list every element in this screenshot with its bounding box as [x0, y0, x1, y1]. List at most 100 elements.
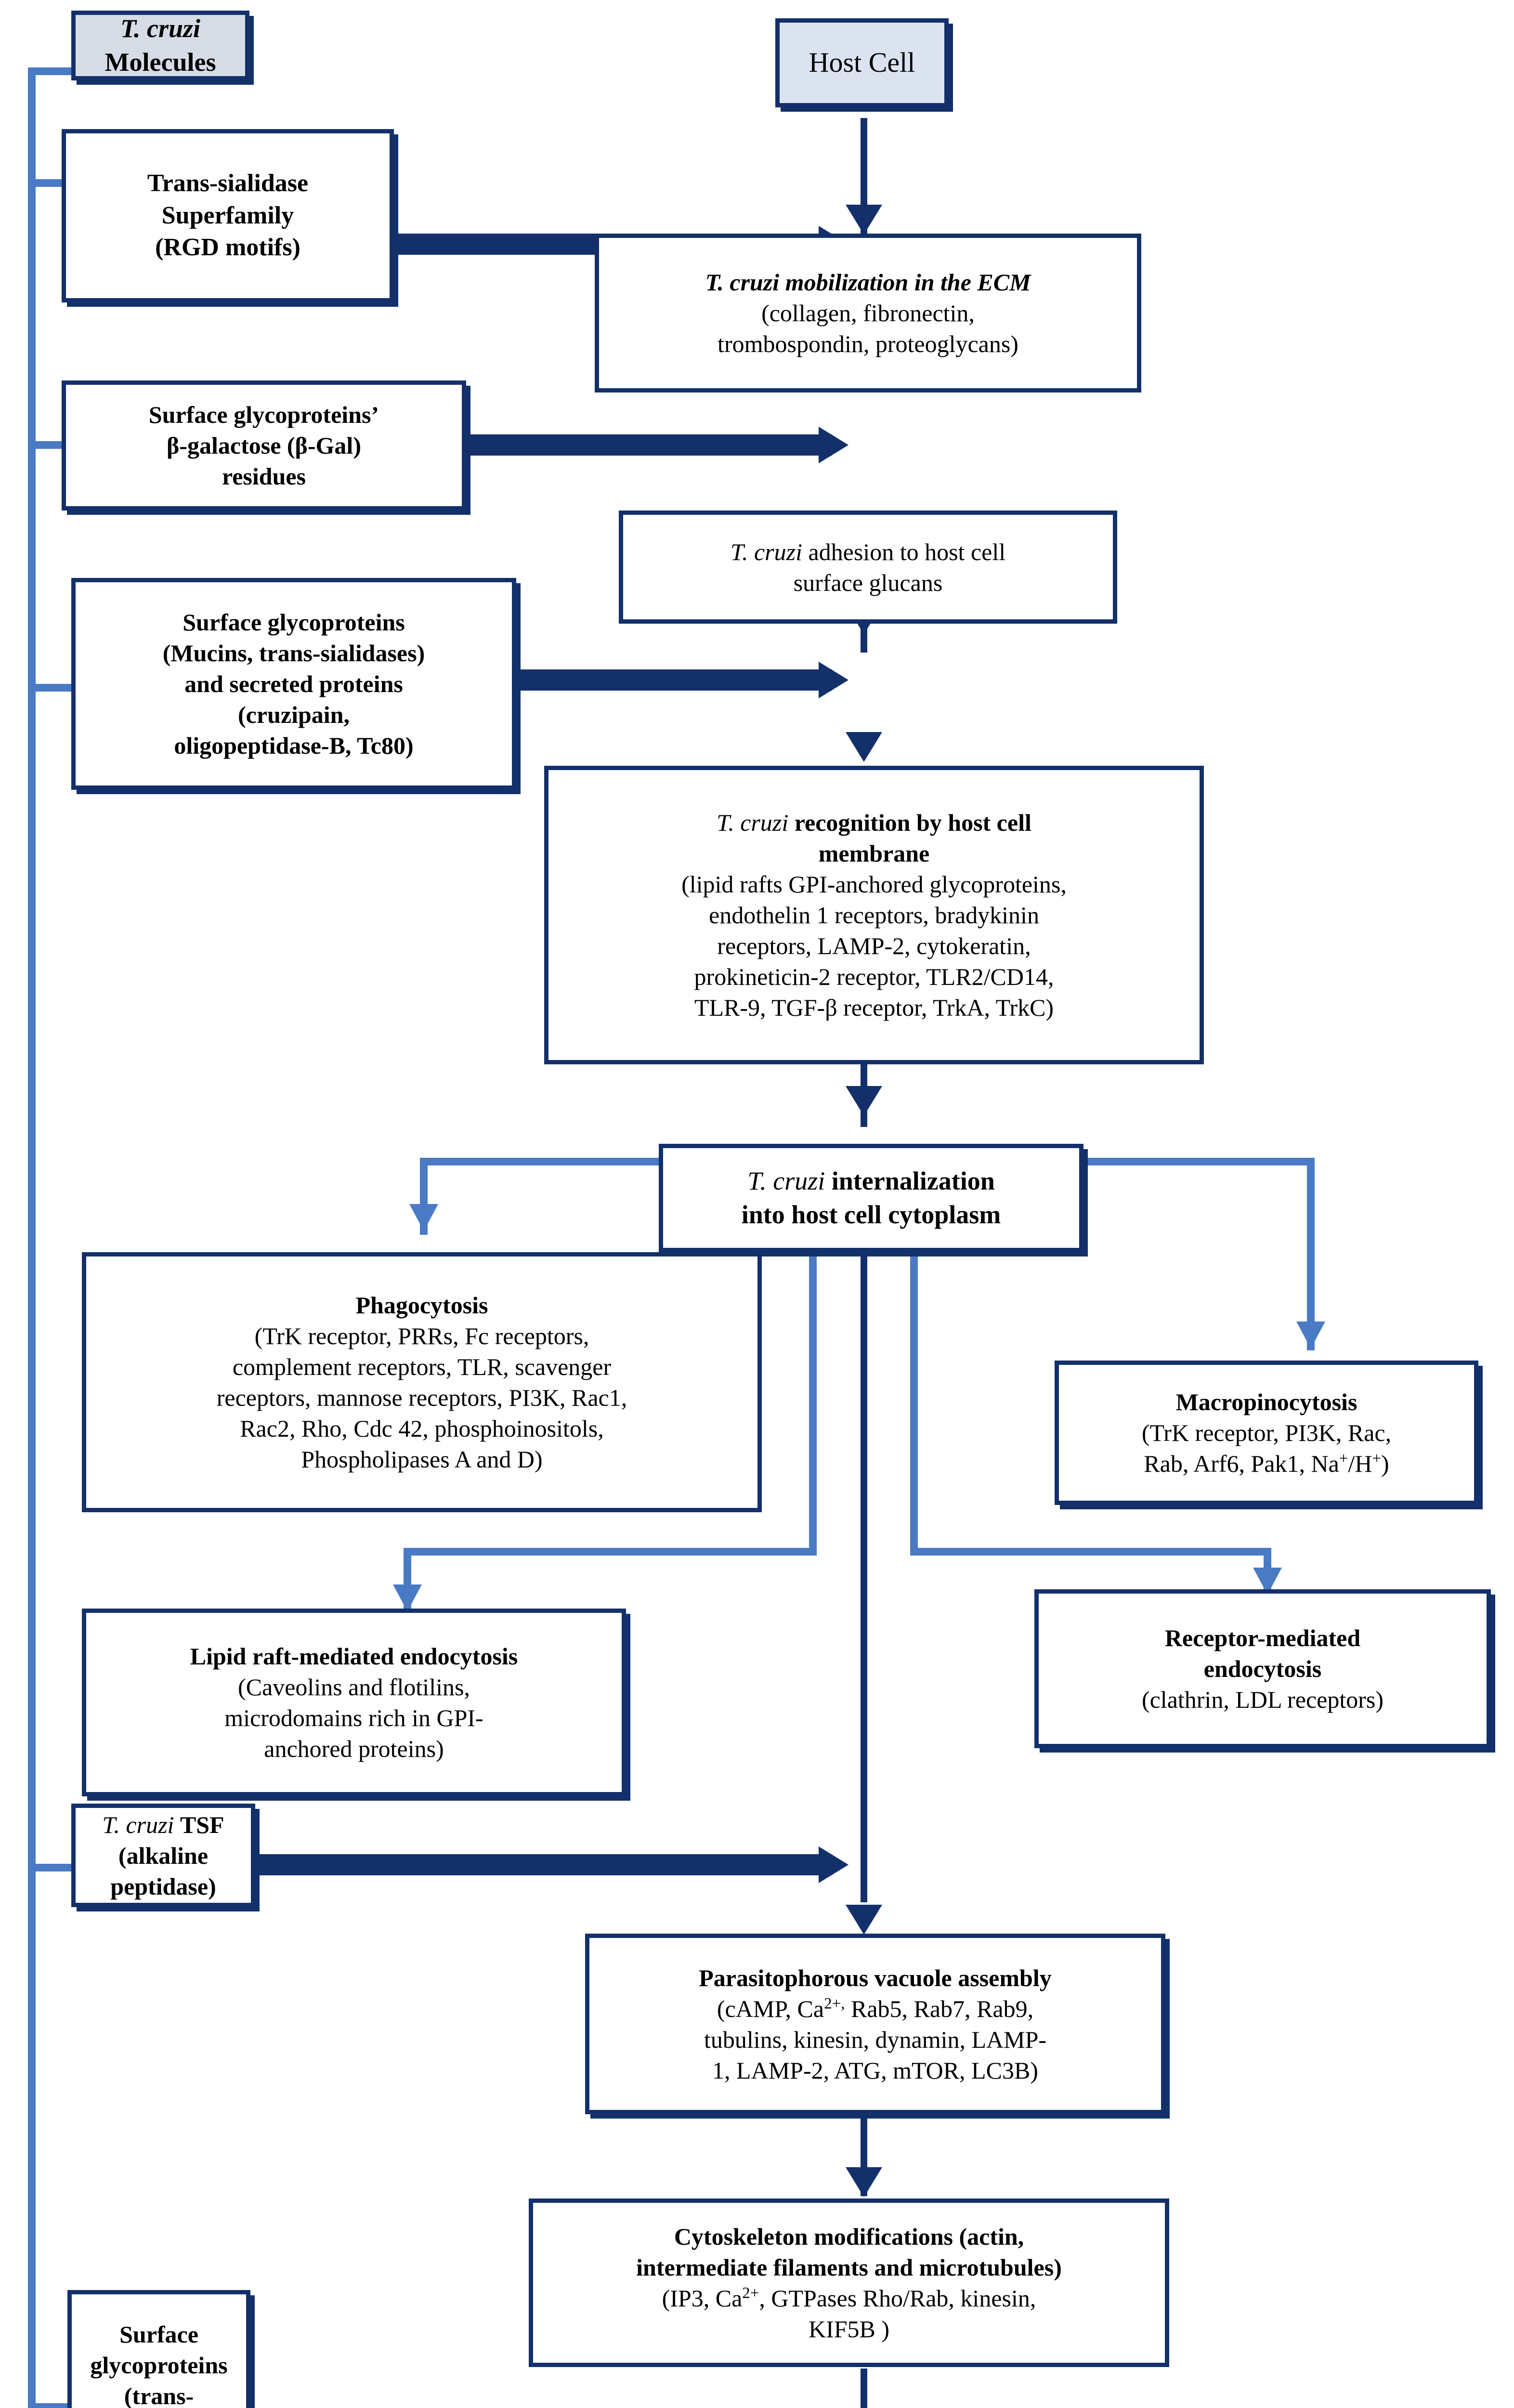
arrowhead-recognition-to-internalization [846, 1086, 882, 1116]
node-receptor-mediated-endocytosis[interactable]: Receptor-mediated endocytosis (clathrin,… [1034, 1589, 1491, 1748]
internalization-title: T. cruzi internalization [670, 1165, 1072, 1198]
left-spine-stub-secreted [28, 684, 71, 692]
macro-sup1: + [1339, 1450, 1348, 1467]
connector-secreted-to-recognition [516, 669, 832, 691]
node-tsf[interactable]: T. cruzi TSF (alkaline peptidase) [71, 1804, 255, 1907]
node-beta-gal-residues[interactable]: Surface glycoproteins’ β-galactose (β-Ga… [62, 380, 466, 510]
beta-gal-line3: residues [222, 463, 306, 490]
host-cell-label: Host Cell [809, 47, 915, 79]
adhesion-title-rest: adhesion to host cell [808, 538, 1006, 565]
receptor-mediated-line1: (clathrin, LDL receptors) [1141, 1686, 1384, 1713]
tctox-line2: glycoproteins (trans- [90, 2352, 228, 2408]
recognition-line1: (lipid rafts GPI-anchored glycoproteins, [681, 871, 1067, 898]
node-host-cell[interactable]: Host Cell [775, 18, 949, 107]
vacuole-assembly-line1: (cAMP, Ca2+, Rab5, Rab7, Rab9, [596, 1993, 1154, 2024]
trans-sialidase-line3: (RGD motifs) [155, 234, 300, 262]
phagocytosis-line2: complement receptors, TLR, scavenger [232, 1353, 612, 1380]
secreted-line2: (Mucins, trans-sialidases) [162, 640, 425, 667]
lipid-raft-line1: (Caveolins and flotilins, [238, 1674, 470, 1701]
arrowhead-lipidraft [393, 1584, 422, 1611]
phagocytosis-line5: Phospholipases A and D) [301, 1446, 543, 1473]
secreted-line4: (cruzipain, [238, 701, 350, 728]
ecm-mobilization-title: T. cruzi mobilization in the ECM [705, 269, 1031, 296]
node-phagocytosis[interactable]: Phagocytosis (TrK receptor, PRRs, Fc rec… [82, 1252, 762, 1512]
cytoskeleton-line1: (IP3, Ca2+, GTPases Rho/Rab, kinesin, [540, 2283, 1158, 2314]
left-spine-stub-betagal [28, 441, 71, 449]
arrowhead-cytoskeleton [846, 2167, 882, 2197]
connector-betagal-to-adhesion [466, 434, 832, 456]
arrowhead-phagocytosis [409, 1204, 438, 1231]
trans-sialidase-line2: Superfamily [161, 201, 294, 229]
macro-l2c: ) [1381, 1450, 1389, 1477]
node-adhesion[interactable]: T. cruzi adhesion to host cell surface g… [619, 510, 1117, 624]
adhesion-title: T. cruzi adhesion to host cell [630, 537, 1106, 567]
adhesion-line2: surface glucans [793, 569, 943, 596]
node-lipid-raft-endocytosis[interactable]: Lipid raft-mediated endocytosis (Caveoli… [82, 1609, 626, 1796]
node-surface-glyco-secreted[interactable]: Surface glycoproteins (Mucins, trans-sia… [71, 578, 516, 790]
tctox-line1: Surface [119, 2321, 198, 2348]
recognition-title-italic: T. cruzi [717, 809, 795, 836]
arrowhead-macropinocytosis [1296, 1322, 1325, 1348]
vacuole-assembly-line3: 1, LAMP-2, ATG, mTOR, LC3B) [712, 2056, 1038, 2084]
recognition-line5: TLR-9, TGF-β receptor, TrkA, TrkC) [694, 994, 1054, 1021]
left-spine-vertical [28, 67, 36, 2408]
connector-internalization-to-phagocytosis-h [420, 1158, 661, 1165]
secreted-line5: oligopeptidase-B, Tc80) [174, 732, 414, 759]
left-spine-stub-molecules [28, 67, 71, 75]
macropinocytosis-line2: Rab, Arf6, Pak1, Na+/H+) [1066, 1448, 1467, 1479]
macro-l2b: /H [1348, 1450, 1372, 1477]
macro-l2a: Rab, Arf6, Pak1, Na [1144, 1450, 1339, 1477]
connector-internalization-to-macro-h [1083, 1158, 1315, 1165]
tsf-line2: (alkaline peptidase) [110, 1842, 216, 1900]
lipid-raft-line2: microdomains rich in GPI- [224, 1704, 483, 1731]
phagocytosis-line1: (TrK receptor, PRRs, Fc receptors, [254, 1322, 589, 1349]
phagocytosis-title: Phagocytosis [355, 1292, 488, 1319]
cytoskeleton-title1: Cytoskeleton modifications (actin, [674, 2223, 1024, 2250]
node-macropinocytosis[interactable]: Macropinocytosis (TrK receptor, PI3K, Ra… [1055, 1361, 1478, 1505]
internalization-line2: into host cell cytoplasm [741, 1200, 1001, 1229]
va-sup: 2+, [824, 1994, 845, 2012]
node-surface-glyco-tctox[interactable]: Surface glycoproteins (trans- sialidases… [67, 2290, 250, 2408]
arrowhead-secreted [819, 662, 848, 698]
phagocytosis-line4: Rac2, Rho, Cdc 42, phosphoinositols, [240, 1415, 604, 1442]
connector-internalization-down-left [809, 1199, 817, 1556]
node-cytoskeleton-modifications[interactable]: Cytoskeleton modifications (actin, inter… [529, 2199, 1169, 2367]
arrowhead-vacuole-assembly [846, 1905, 882, 1935]
macropinocytosis-title: Macropinocytosis [1175, 1388, 1357, 1415]
node-tcruzi-molecules[interactable]: T. cruzi Molecules [71, 11, 249, 80]
beta-gal-line1: Surface glycoproteins’ [148, 401, 379, 428]
tsf-title-italic: T. cruzi [102, 1811, 180, 1838]
cytoskeleton-line2: KIF5B ) [808, 2316, 890, 2343]
left-spine-stub-tsf [28, 1864, 71, 1871]
internalization-title-rest: internalization [831, 1166, 995, 1196]
recognition-line2: endothelin 1 receptors, bradykinin [709, 902, 1039, 929]
recognition-title2: membrane [818, 840, 930, 867]
vacuole-assembly-title: Parasitophorous vacuole assembly [699, 1964, 1052, 1991]
node-vacuole-assembly[interactable]: Parasitophorous vacuole assembly (cAMP, … [585, 1934, 1165, 2114]
node-internalization[interactable]: T. cruzi internalization into host cell … [659, 1144, 1083, 1252]
connector-internalization-down-center [861, 1199, 867, 1902]
secreted-line3: and secreted proteins [184, 670, 403, 697]
connector-to-lipidraft-h [404, 1548, 817, 1556]
vacuole-assembly-line2: tubulins, kinesin, dynamin, LAMP- [704, 2026, 1047, 2053]
phagocytosis-line3: receptors, mannose receptors, PI3K, Rac1… [216, 1384, 627, 1411]
recognition-line4: prokineticin-2 receptor, TLR2/CD14, [694, 963, 1054, 990]
left-spine-stub-transsialidase [28, 179, 71, 187]
node-ecm-mobilization[interactable]: T. cruzi mobilization in the ECM (collag… [595, 234, 1141, 393]
node-trans-sialidase[interactable]: Trans-sialidase Superfamily (RGD motifs) [62, 129, 394, 302]
connector-to-receptor-h [910, 1548, 1271, 1556]
arrowhead-tsf [819, 1846, 848, 1883]
cy-l1a: (IP3, Ca [662, 2285, 743, 2312]
lipid-raft-title: Lipid raft-mediated endocytosis [190, 1643, 518, 1670]
node-recognition[interactable]: T. cruzi recognition by host cell membra… [544, 766, 1204, 1064]
left-spine-stub-tctox [28, 2403, 71, 2408]
cytoskeleton-title2: intermediate filaments and microtubules) [636, 2254, 1062, 2281]
connector-internalization-down-right [910, 1199, 918, 1556]
trans-sialidase-line1: Trans-sialidase [147, 170, 309, 197]
recognition-title: T. cruzi recognition by host cell [555, 807, 1193, 838]
macropinocytosis-line1: (TrK receptor, PI3K, Rac, [1141, 1419, 1392, 1446]
secreted-line1: Surface glycoproteins [183, 609, 405, 636]
recognition-line3: receptors, LAMP-2, cytokeratin, [717, 932, 1031, 959]
ecm-mobilization-line2: trombospondin, proteoglycans) [718, 330, 1018, 357]
